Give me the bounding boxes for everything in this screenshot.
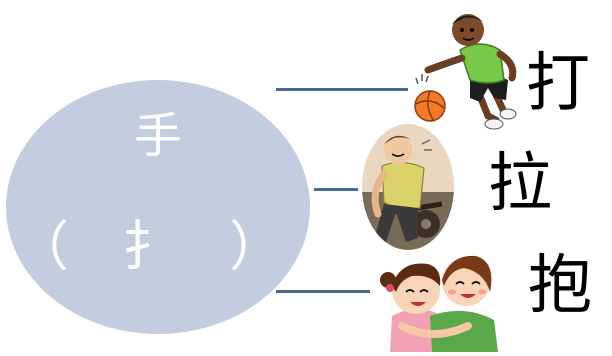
character-bao: 抱: [528, 249, 592, 323]
boy-dribbling-basketball-icon: [408, 8, 528, 133]
radical-character: 手: [133, 108, 182, 164]
man-pulling-cart-icon: [360, 122, 456, 252]
radical-circle: 手 （ 扌 ）: [6, 80, 310, 334]
girls-hugging-icon: [372, 246, 508, 352]
connector-line-3: [276, 290, 370, 293]
character-da: 打: [526, 47, 590, 121]
connector-line-1: [276, 88, 408, 91]
connector-line-2: [314, 188, 358, 191]
radical-variant: （ 扌 ）: [14, 215, 302, 278]
character-la: 拉: [488, 147, 552, 221]
